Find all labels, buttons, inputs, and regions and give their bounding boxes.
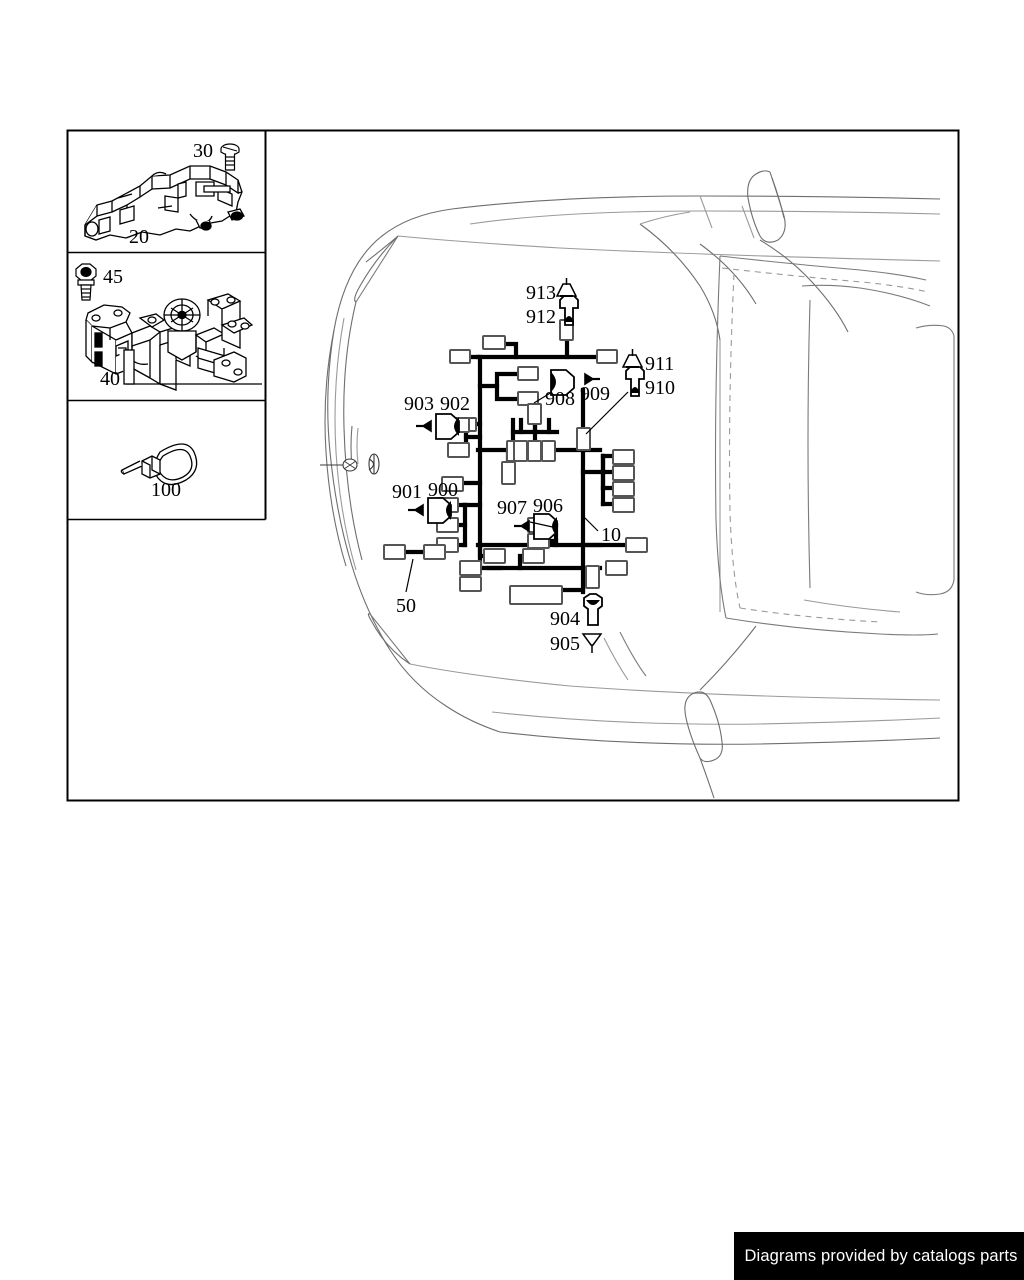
- callout-911: 911: [645, 353, 674, 375]
- pin-contact-903-icon: [416, 419, 432, 433]
- callout-30: 30: [193, 140, 213, 162]
- callout-912: 912: [526, 306, 556, 328]
- callout-40: 40: [100, 368, 120, 390]
- watermark-banner: Diagrams provided by catalogs parts: [734, 1232, 1024, 1280]
- leader-10: [582, 515, 599, 532]
- harness-bracket-20: [84, 165, 245, 241]
- leader-906: [529, 521, 558, 529]
- leader-910: [585, 391, 629, 435]
- panel-bracket: 30 20: [84, 140, 245, 248]
- callout-913: 913: [526, 282, 556, 304]
- connector-904-icon: [583, 593, 603, 626]
- callout-909: 909: [580, 383, 610, 405]
- pin-contact-909-icon: [584, 372, 600, 386]
- callout-900: 900: [428, 479, 458, 501]
- callout-905: 905: [550, 633, 580, 655]
- callout-908: 908: [545, 388, 575, 410]
- panel-cable-tie: 100: [120, 443, 198, 501]
- car-body-outline: [320, 170, 955, 799]
- callout-50: 50: [396, 595, 416, 617]
- terminal-913-icon: [555, 278, 578, 297]
- callout-904: 904: [550, 608, 580, 630]
- leader-50: [405, 558, 414, 593]
- callout-10: 10: [601, 524, 621, 546]
- callout-labels: 913 912 911 910 908 909 903 902 901 900 …: [392, 282, 675, 655]
- harness-support-40: [85, 293, 262, 391]
- callout-902: 902: [440, 393, 470, 415]
- watermark-text: Diagrams provided by catalogs parts: [744, 1246, 1018, 1265]
- callout-901: 901: [392, 481, 422, 503]
- terminal-905-icon: [581, 633, 603, 653]
- pin-contact-901-icon: [408, 503, 424, 517]
- leader-908: [533, 391, 553, 404]
- callout-100: 100: [151, 479, 181, 501]
- screw-icon: [220, 143, 240, 171]
- callout-906: 906: [533, 495, 563, 517]
- callout-20: 20: [129, 226, 149, 248]
- callout-45: 45: [103, 266, 123, 288]
- grommet-icon: [163, 298, 201, 332]
- connector-908-icon: [550, 369, 575, 396]
- connector-902-icon: [435, 413, 460, 440]
- terminal-911-icon: [621, 349, 644, 368]
- pin-contact-907-icon: [514, 519, 530, 533]
- callout-903: 903: [404, 393, 434, 415]
- connector-906-icon: [533, 513, 558, 540]
- bolt-icon: [75, 263, 97, 301]
- connector-900-icon: [427, 497, 452, 524]
- cable-tie-icon: [120, 443, 198, 486]
- panel-support: 45 40: [75, 263, 262, 391]
- bumper-sensor-icons: [320, 453, 380, 475]
- detail-panel-column: [67, 130, 267, 521]
- callout-907: 907: [497, 497, 527, 519]
- callout-910: 910: [645, 377, 675, 399]
